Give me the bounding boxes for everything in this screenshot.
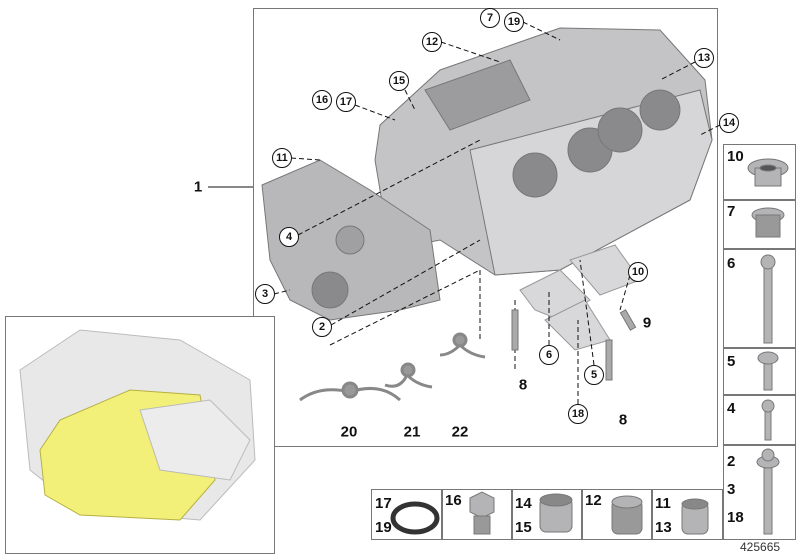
part-label: 17 19 (375, 495, 392, 536)
part-box-7[interactable]: 7 (723, 199, 796, 250)
part-label: 10 (727, 148, 744, 165)
part-label: 6 (727, 255, 736, 272)
part-box-10[interactable]: 10 (723, 144, 796, 201)
callout-14[interactable]: 14 (719, 113, 739, 133)
part-box-2-3-18[interactable]: 2 3 18 (723, 444, 796, 540)
bearing-caps (519, 244, 641, 351)
callout-12[interactable]: 12 (422, 32, 442, 52)
part-box-4[interactable]: 4 (723, 394, 796, 446)
part-box-11-13[interactable]: 11 13 (651, 489, 723, 540)
column-part-images (747, 158, 789, 535)
label-20[interactable]: 20 (340, 423, 358, 441)
callout-11[interactable]: 11 (272, 148, 292, 168)
part-label: 4 (727, 400, 736, 417)
leader-lines (208, 21, 721, 404)
callout-16[interactable]: 16 (312, 90, 332, 110)
timing-cover (261, 159, 441, 321)
part-label: 16 (445, 492, 462, 509)
engine-block (374, 27, 713, 276)
part-label: 14 15 (515, 495, 532, 536)
callout-18[interactable]: 18 (568, 404, 588, 424)
part-box-5[interactable]: 5 (723, 347, 796, 396)
callout-3[interactable]: 3 (255, 284, 275, 304)
engine-overview-image (19, 329, 256, 521)
callout-4[interactable]: 4 (279, 227, 299, 247)
callout-17[interactable]: 17 (336, 92, 356, 112)
row-part-images (390, 491, 709, 535)
callout-10[interactable]: 10 (628, 262, 648, 282)
diagram-reference-number: 425665 (740, 540, 781, 554)
part-box-6[interactable]: 6 (723, 248, 796, 349)
label-8-second[interactable]: 8 (618, 411, 628, 429)
part-label: 7 (727, 203, 736, 220)
callout-13[interactable]: 13 (694, 48, 714, 68)
part-box-14-15[interactable]: 14 15 (511, 489, 583, 540)
label-21[interactable]: 21 (403, 423, 421, 441)
part-label: 12 (585, 492, 602, 509)
label-9[interactable]: 9 (642, 314, 652, 332)
callout-7[interactable]: 7 (480, 8, 500, 28)
label-8[interactable]: 8 (518, 376, 528, 394)
label-main-1[interactable]: 1 (193, 178, 203, 196)
callout-5[interactable]: 5 (584, 365, 604, 385)
oil-spray-nozzles (299, 332, 486, 402)
callout-15[interactable]: 15 (389, 71, 409, 91)
part-box-16[interactable]: 16 (441, 489, 513, 540)
callout-19[interactable]: 19 (504, 12, 524, 32)
part-label: 2 3 18 (727, 453, 744, 526)
callout-6[interactable]: 6 (539, 345, 559, 365)
part-label: 5 (727, 353, 736, 370)
part-label: 11 13 (655, 495, 672, 536)
small-bolts (511, 309, 637, 381)
label-22[interactable]: 22 (451, 423, 469, 441)
part-box-12[interactable]: 12 (581, 489, 653, 540)
callout-2[interactable]: 2 (312, 317, 332, 337)
part-box-17-19[interactable]: 17 19 (371, 489, 443, 540)
